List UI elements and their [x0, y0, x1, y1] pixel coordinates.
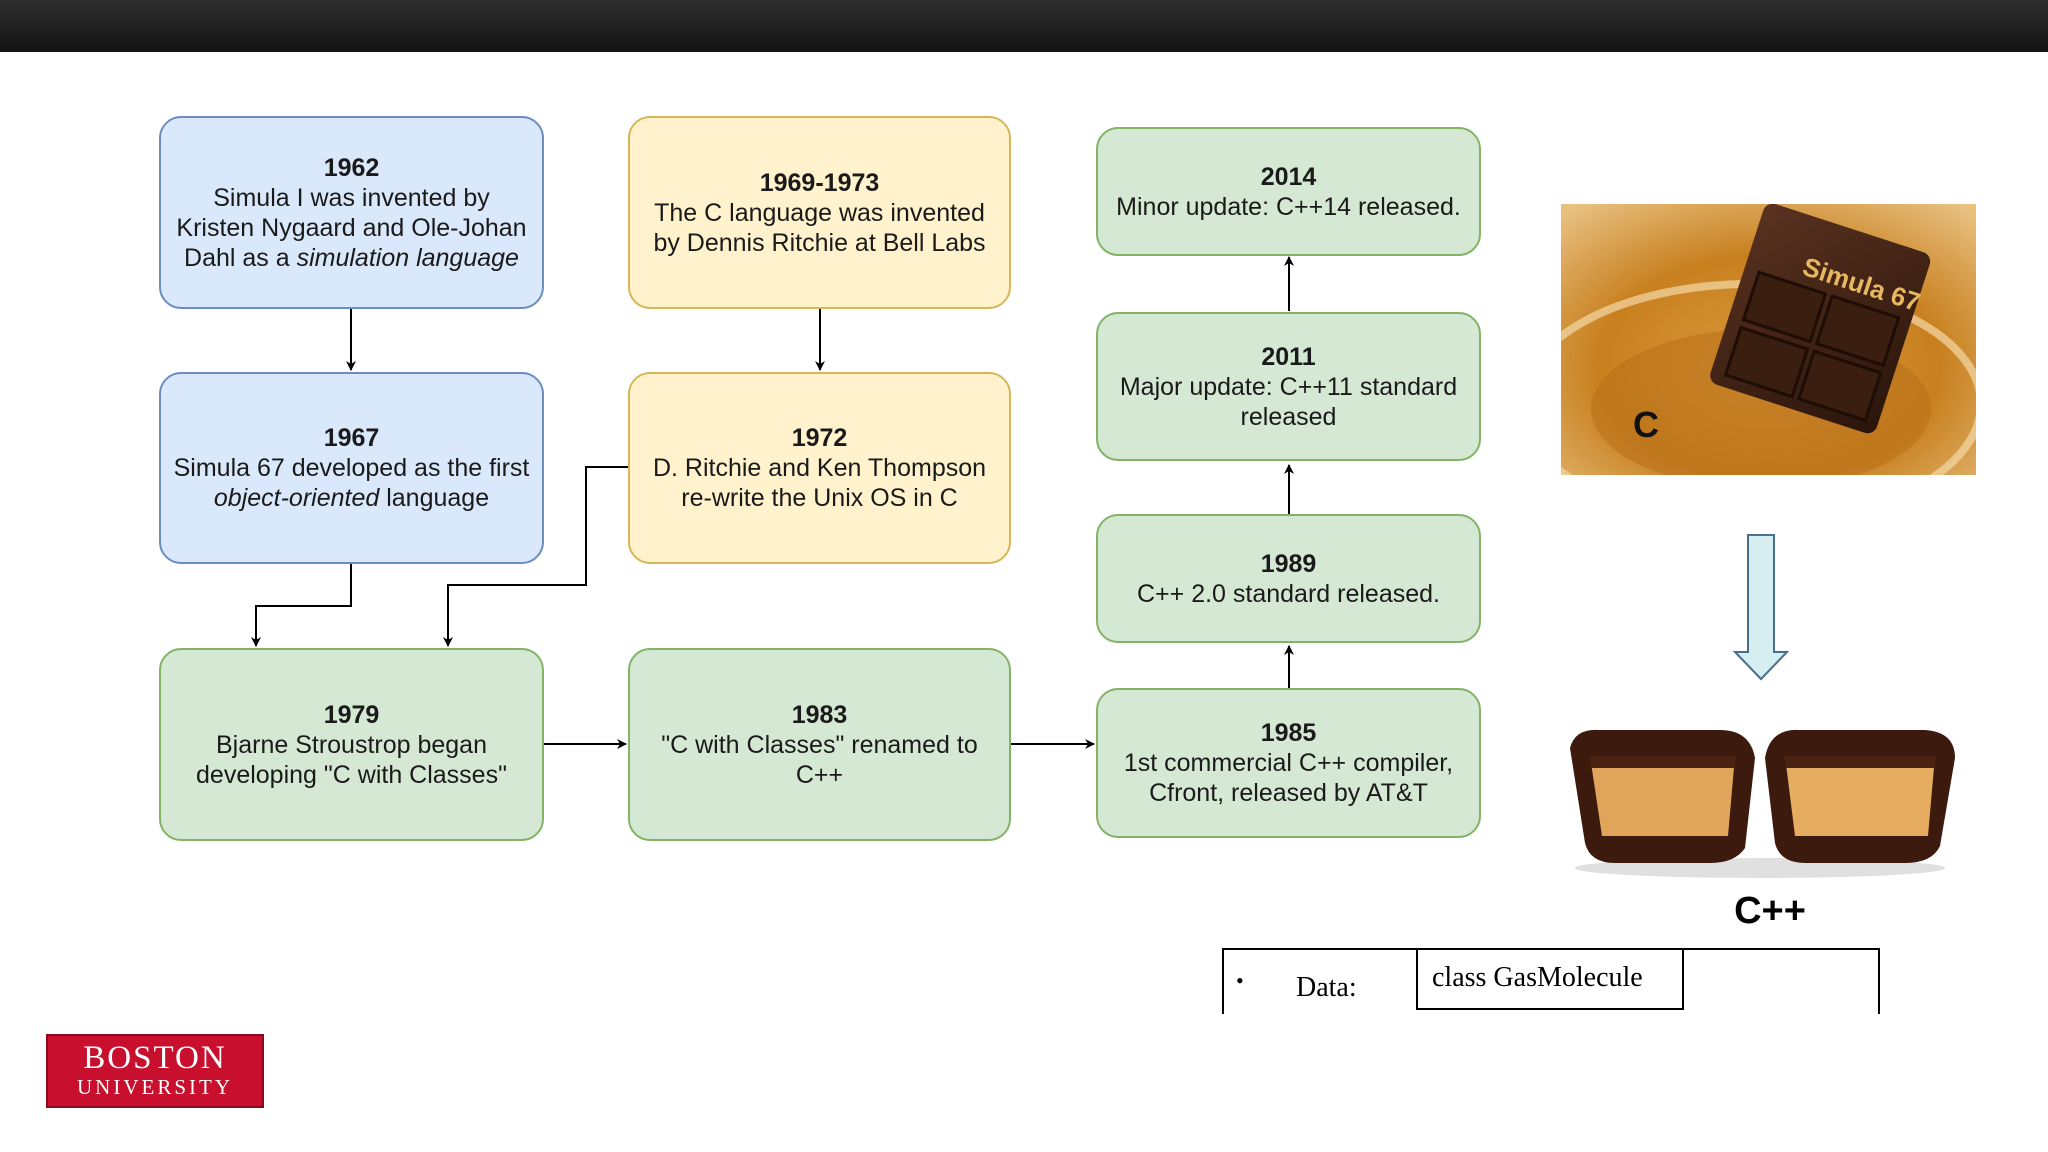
arrow-1967-to-1979: [251, 564, 352, 647]
description-text: Dahl as a: [184, 243, 297, 272]
year-label: 1962: [323, 153, 380, 182]
timeline-box-2014: 2014 Minor update: C++14 released.: [1096, 127, 1481, 256]
chocolate-in-caramel-drawing: Simula 67: [1561, 204, 1976, 475]
peanut-butter-cup-drawing: [1570, 729, 1955, 878]
caramel-label: C: [1633, 404, 1659, 445]
description-line: developing "C with Classes": [196, 760, 507, 789]
year-label: 1985: [1260, 719, 1317, 747]
description-line: C++ 2.0 standard released.: [1137, 579, 1440, 608]
timeline-box-1985: 1985 1st commercial C++ compiler, Cfront…: [1096, 688, 1481, 838]
data-table-fragment: • Data: class GasMolecule: [1222, 948, 1880, 1014]
description-line: 1st commercial C++ compiler,: [1123, 749, 1454, 777]
description-line: Cfront, released by AT&T: [1149, 779, 1428, 807]
year-label: 2011: [1261, 342, 1316, 371]
logo-line-1: BOSTON: [83, 1040, 227, 1076]
timeline-box-1979: 1979 Bjarne Stroustrop began developing …: [159, 648, 544, 841]
logo-line-2: UNIVERSITY: [77, 1075, 233, 1099]
timeline-box-1969-1973: 1969-1973 The C language was invented by…: [628, 116, 1011, 309]
description-emphasis: simulation language: [296, 243, 519, 272]
timeline-box-1983: 1983 "C with Classes" renamed to C++: [628, 648, 1011, 841]
peanut-butter-cup-image: [1560, 718, 1962, 878]
description-line: "C with Classes" renamed to: [661, 730, 978, 759]
year-label: 1967: [323, 424, 380, 452]
timeline-box-1989: 1989 C++ 2.0 standard released.: [1096, 514, 1481, 643]
description-line: The C language was invented: [654, 198, 985, 227]
table-key-cell: Data:: [1296, 972, 1357, 1003]
description-line: re-write the Unix OS in C: [681, 484, 958, 512]
bullet: •: [1236, 968, 1244, 993]
description-line: Minor update: C++14 released.: [1116, 192, 1461, 221]
description-line: Simula 67 developed as the first: [173, 454, 530, 482]
year-label: 2014: [1260, 162, 1317, 191]
description-line: D. Ritchie and Ken Thompson: [652, 454, 987, 482]
timeline-box-1962: 1962 Simula I was invented by Kristen Ny…: [159, 116, 544, 309]
chocolate-in-caramel-image: Simula 67 C: [1561, 204, 1976, 475]
boston-university-logo: BOSTON UNIVERSITY: [46, 1034, 264, 1108]
timeline-box-2011: 2011 Major update: C++11 standard releas…: [1096, 312, 1481, 461]
year-label: 1979: [323, 700, 380, 729]
arrow-1972-to-1979: [443, 466, 628, 647]
description-line: released: [1240, 402, 1337, 431]
timeline-box-1967: 1967 Simula 67 developed as the first ob…: [159, 372, 544, 564]
top-bar: [0, 0, 2048, 52]
description-line: Bjarne Stroustrop began: [215, 730, 487, 759]
description-emphasis: object-oriented: [213, 484, 380, 512]
year-label: 1969-1973: [759, 168, 880, 197]
description-line: C++: [795, 760, 844, 789]
description-line: object-oriented language: [214, 483, 489, 513]
description-line: Simula I was invented by: [213, 183, 490, 212]
description-line: by Dennis Ritchie at Bell Labs: [653, 228, 986, 257]
timeline-box-1972: 1972 D. Ritchie and Ken Thompson re-writ…: [628, 372, 1011, 564]
result-caption: C++: [1734, 890, 1806, 932]
table-value-cell: class GasMolecule: [1416, 948, 1684, 1010]
description-line: Kristen Nygaard and Ole-Johan: [176, 213, 527, 242]
description-line: Major update: C++11 standard: [1119, 372, 1458, 401]
description-line: Dahl as a simulation language: [184, 243, 519, 273]
year-label: 1989: [1260, 549, 1317, 578]
year-label: 1972: [791, 424, 848, 452]
description-text: language: [379, 484, 490, 512]
year-label: 1983: [791, 700, 848, 729]
